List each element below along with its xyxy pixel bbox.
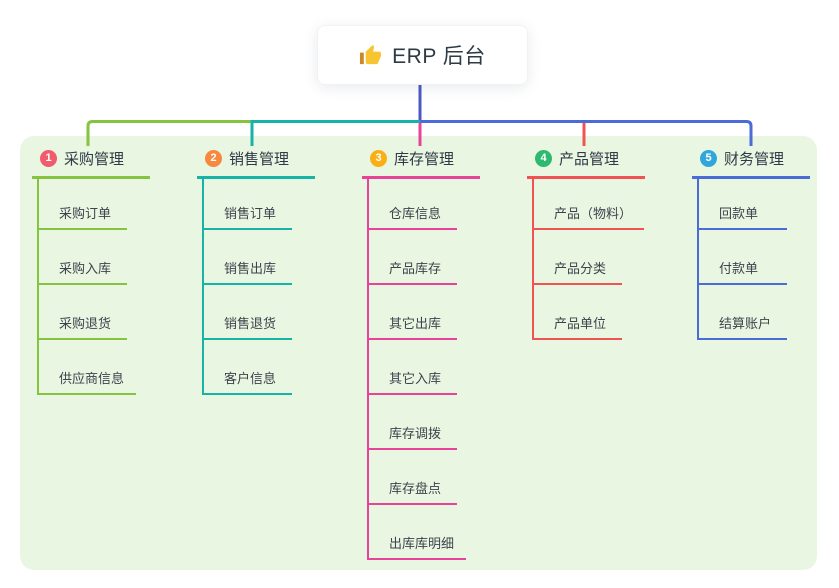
mindmap-node[interactable]: 产品单位: [534, 315, 622, 340]
branch-product: 4 产品管理 产品（物料） 产品分类 产品单位: [527, 148, 645, 340]
branch-inventory: 3 库存管理 仓库信息 产品库存 其它出库 其它入库 库存调拨 库存盘点 出库库…: [362, 148, 480, 560]
branch-title: 库存管理: [394, 151, 455, 168]
branch-number-badge: 5: [700, 150, 717, 167]
mindmap-node[interactable]: 客户信息: [204, 370, 292, 395]
root-title: ERP 后台: [392, 45, 486, 68]
mindmap-node[interactable]: 其它入库: [369, 370, 457, 395]
branch-number-badge: 1: [40, 150, 57, 167]
branch-finance: 5 财务管理 回款单 付款单 结算账户: [692, 148, 810, 340]
mindmap-node[interactable]: 采购入库: [39, 260, 127, 285]
mindmap-node[interactable]: 采购订单: [39, 205, 127, 230]
branch-sales: 2 销售管理 销售订单 销售出库 销售退货 客户信息: [197, 148, 315, 395]
branch-title: 财务管理: [724, 151, 785, 168]
mindmap-node[interactable]: 销售出库: [204, 260, 292, 285]
mindmap-node[interactable]: 库存盘点: [369, 480, 457, 505]
mindmap-node[interactable]: 产品分类: [534, 260, 622, 285]
branch-node-product[interactable]: 4 产品管理: [527, 148, 645, 179]
branch-node-purchase[interactable]: 1 采购管理: [32, 148, 150, 179]
mindmap-node[interactable]: 出库库明细: [369, 535, 467, 560]
root-node-erp[interactable]: ERP 后台: [317, 25, 528, 85]
branch-title: 销售管理: [229, 151, 290, 168]
branch-node-finance[interactable]: 5 财务管理: [692, 148, 810, 179]
branch-items-finance: 回款单 付款单 结算账户: [697, 179, 810, 340]
mindmap-node[interactable]: 采购退货: [39, 315, 127, 340]
branch-title: 采购管理: [64, 151, 125, 168]
branch-items-sales: 销售订单 销售出库 销售退货 客户信息: [202, 179, 315, 395]
branches-background-panel: [20, 136, 817, 570]
mindmap-node[interactable]: 产品库存: [369, 260, 457, 285]
branch-title: 产品管理: [559, 151, 620, 168]
thumbs-up-icon: [360, 44, 382, 64]
mindmap-node[interactable]: 供应商信息: [39, 370, 137, 395]
mindmap-node[interactable]: 付款单: [699, 260, 787, 285]
mindmap-node[interactable]: 其它出库: [369, 315, 457, 340]
mindmap-node[interactable]: 产品（物料）: [534, 205, 645, 230]
branch-node-inventory[interactable]: 3 库存管理: [362, 148, 480, 179]
mindmap-node[interactable]: 销售订单: [204, 205, 292, 230]
mindmap-node[interactable]: 回款单: [699, 205, 787, 230]
branch-purchase: 1 采购管理 采购订单 采购入库 采购退货 供应商信息: [32, 148, 150, 395]
branch-items-product: 产品（物料） 产品分类 产品单位: [532, 179, 645, 340]
branch-number-badge: 3: [370, 150, 387, 167]
branch-items-purchase: 采购订单 采购入库 采购退货 供应商信息: [37, 179, 150, 395]
mindmap-node[interactable]: 库存调拨: [369, 425, 457, 450]
branch-number-badge: 4: [535, 150, 552, 167]
branch-items-inventory: 仓库信息 产品库存 其它出库 其它入库 库存调拨 库存盘点 出库库明细: [367, 179, 480, 560]
branch-number-badge: 2: [205, 150, 222, 167]
branch-node-sales[interactable]: 2 销售管理: [197, 148, 315, 179]
mindmap-node[interactable]: 销售退货: [204, 315, 292, 340]
mindmap-node[interactable]: 仓库信息: [369, 205, 457, 230]
mindmap-node[interactable]: 结算账户: [699, 315, 787, 340]
